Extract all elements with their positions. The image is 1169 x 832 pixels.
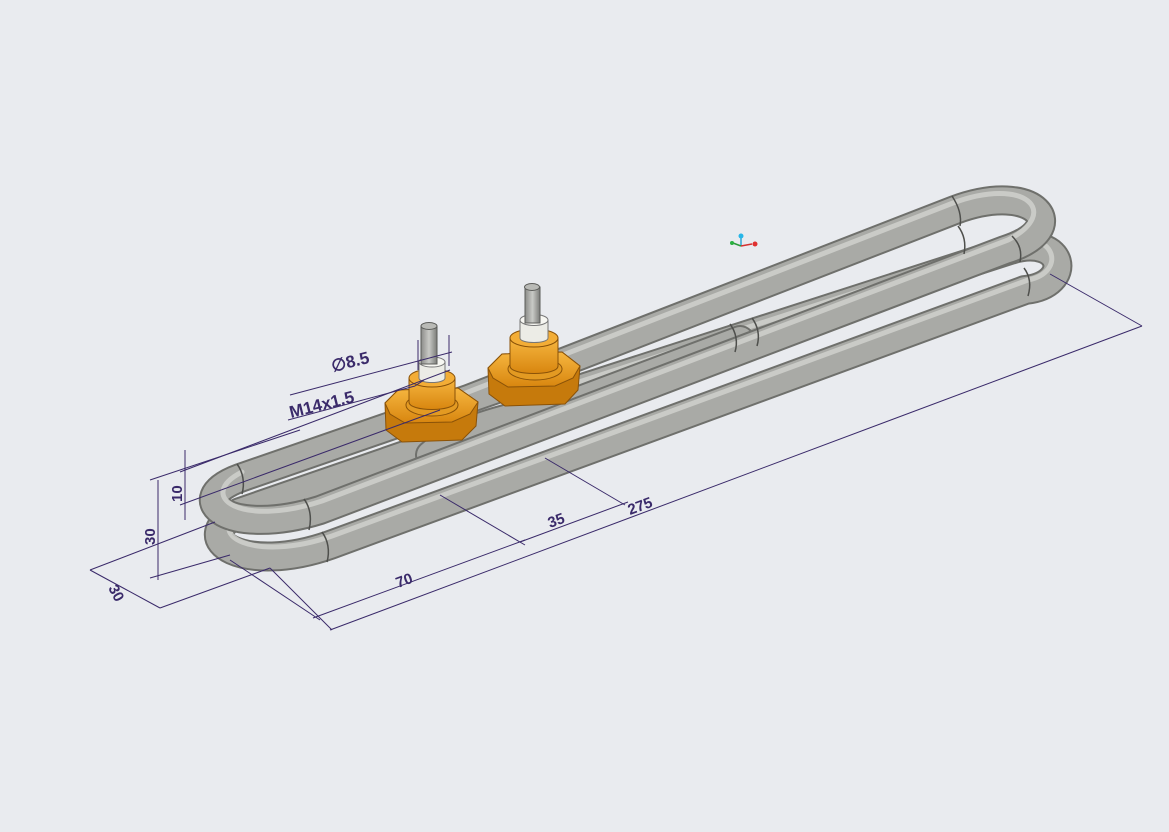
height-10-label: 10: [169, 485, 186, 502]
dimension-height-30[interactable]: 30: [142, 429, 301, 580]
depth-30-label: 30: [104, 582, 127, 605]
heating-element[interactable]: [199, 185, 1073, 572]
diameter-symbol: ∅: [329, 354, 348, 376]
diameter-value: 8.5: [344, 348, 372, 372]
dimension-length-275[interactable]: 275: [269, 273, 1143, 631]
dimension-offset-70[interactable]: 70: [229, 494, 526, 621]
dimension-depth-30[interactable]: 30: [89, 521, 271, 609]
tube-seams: [236, 195, 1031, 563]
axis-triad-icon: [730, 233, 758, 247]
offset-70-label: 70: [394, 570, 415, 592]
svg-text:∅8.5: ∅8.5: [329, 348, 371, 376]
tube-upper-loop[interactable]: [199, 185, 1056, 535]
spacing-35-label: 35: [546, 510, 567, 532]
dimension-spacing-35[interactable]: 35: [519, 457, 629, 543]
length-275-label: 275: [626, 494, 655, 519]
terminal-fitting-left[interactable]: [384, 322, 479, 443]
height-30-label: 30: [142, 528, 159, 545]
terminal-fitting-right[interactable]: [487, 283, 581, 407]
